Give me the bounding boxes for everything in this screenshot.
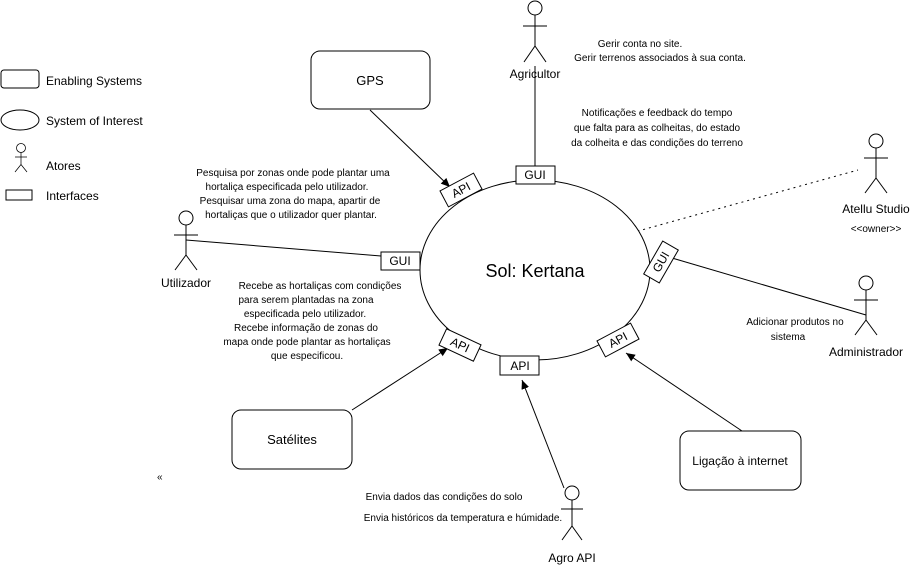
svg-text:Envia históricos da temperatur: Envia históricos da temperatura e húmida… [364,513,562,524]
connector-utilizador [185,239,382,257]
legend-system-of-interest-label: System of Interest [46,114,143,128]
svg-text:que falta para as colheitas, d: que falta para as colheitas, do estado [574,123,741,134]
agricultor-icon [523,0,547,63]
connector-atellu [619,169,859,237]
annotation-notificacoes: Notificações e feedback do tempo que fal… [571,108,743,149]
agro-api-label: Agro API [548,551,595,565]
svg-text:Gerir conta no site.: Gerir conta no site. [598,39,682,50]
enabling-system-gps[interactable]: GPS [310,50,431,110]
svg-text:Envia dados das condições do s: Envia dados das condições do solo [366,492,523,503]
legend-actors-label: Atores [46,159,81,173]
satellites-label: Satélites [267,432,317,447]
stray-glyph: « [157,472,163,483]
svg-text:especificada pelo utilizador.: especificada pelo utilizador. [244,309,366,320]
connector-satellites [351,347,449,411]
legend: Enabling Systems System of Interest Ator… [0,69,143,203]
svg-text:para serem plantadas na zona: para serem plantadas na zona [238,295,374,306]
agricultor-label: Agricultor [510,67,561,81]
atellu-role: <<owner>> [851,224,902,235]
svg-text:da colheita e das condições do: da colheita e das condições do terreno [571,138,743,149]
svg-text:mapa onde pode plantar as hort: mapa onde pode plantar as hortaliças [223,337,390,348]
legend-enabling-systems-swatch [0,69,40,89]
administrador-label: Administrador [829,345,903,359]
enabling-system-satellites[interactable]: Satélites [231,409,353,470]
svg-text:Gerir terrenos associados à su: Gerir terrenos associados à sua conta. [574,53,746,64]
annotation-agro-api: Envia dados das condições do solo Envia … [364,492,562,524]
annotation-agricultor: Gerir conta no site. Gerir terrenos asso… [574,39,746,64]
svg-text:hortaliças que o utilizador qu: hortaliças que o utilizador quer plantar… [205,210,377,221]
actor-agricultor[interactable]: Agricultor [510,0,561,81]
svg-text:Recebe as hortaliças com condi: Recebe as hortaliças com condições [239,281,402,292]
svg-text:Pesquisar uma zona do mapa, ap: Pesquisar uma zona do mapa, apartir de [200,196,381,207]
connector-administrador [671,257,867,316]
legend-actor-icon [14,143,28,173]
interface-gui-right[interactable]: GUI [643,240,679,284]
atellu-label: Atellu Studio [842,202,910,216]
agro-api-icon [561,485,583,541]
svg-text:que especificou.: que especificou. [271,351,343,362]
annotation-recebe: Recebe as hortaliças com condições para … [223,281,401,362]
svg-text:Pesquisa por zonas onde pode p: Pesquisa por zonas onde pode plantar uma [196,168,390,179]
interface-api-satellites[interactable]: API [438,328,482,362]
annotation-admin: Adicionar produtos no sistema [746,317,844,343]
svg-text:API: API [510,359,529,373]
actor-utilizador[interactable]: Utilizador [161,210,211,290]
enabling-system-internet[interactable]: Ligação à internet [679,430,802,491]
svg-text:GUI: GUI [389,254,410,268]
utilizador-icon [174,210,198,271]
interface-api-internet[interactable]: API [596,322,640,358]
legend-system-of-interest-swatch [0,109,40,131]
connector-internet [625,352,743,432]
interface-gui-top[interactable]: GUI [515,165,556,185]
utilizador-label: Utilizador [161,276,211,290]
interface-api-bottom[interactable]: API [499,355,540,376]
svg-text:Notificações e feedback do tem: Notificações e feedback do tempo [582,108,733,119]
connector-gps [369,109,451,188]
annotation-pesquisa: Pesquisa por zonas onde pode plantar uma… [196,168,390,221]
svg-text:Recebe informação de zonas do: Recebe informação de zonas do [234,323,378,334]
svg-text:hortaliça especificada pelo ut: hortaliça especificada pelo utilizador. [206,182,369,193]
legend-interfaces-swatch [5,189,33,201]
internet-label: Ligação à internet [692,454,788,468]
gps-label: GPS [356,73,384,88]
actor-atellu-studio[interactable]: Atellu Studio <<owner>> [842,133,910,235]
connector-agro-api [521,379,565,489]
interface-api-gps[interactable]: API [439,172,483,208]
legend-enabling-systems-label: Enabling Systems [46,74,142,88]
system-name: Sol: Kertana [485,261,585,281]
interface-gui-left[interactable]: GUI [380,251,421,271]
connectors [185,66,867,489]
actor-agro-api[interactable]: Agro API [548,485,596,565]
administrador-icon [854,275,878,336]
actor-administrador[interactable]: Administrador [829,275,903,359]
svg-text:GUI: GUI [524,168,545,182]
legend-interfaces-label: Interfaces [46,189,99,203]
svg-text:sistema: sistema [771,332,806,343]
atellu-icon [864,133,888,194]
svg-text:Adicionar produtos no: Adicionar produtos no [746,317,844,328]
